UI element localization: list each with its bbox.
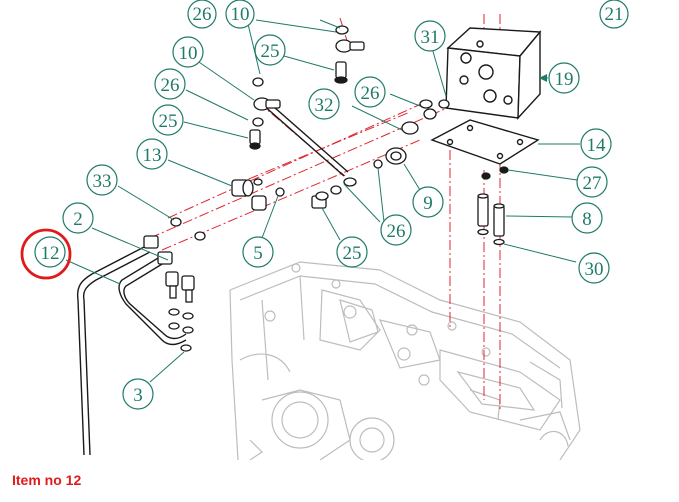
- callout-labels: 26 10 21 31 25 10 19 26 26 32 25 14 13 2…: [41, 4, 624, 406]
- exploded-parts-diagram: 26 10 21 31 25 10 19 26 26 32 25 14 13 2…: [20, 0, 629, 460]
- fittings: [143, 25, 450, 352]
- callout-26: 26: [161, 75, 180, 96]
- studs: [477, 166, 509, 246]
- callout-19: 19: [555, 69, 574, 90]
- valve-block: [445, 27, 542, 120]
- callout-26: 26: [361, 83, 380, 104]
- callout-26: 26: [387, 221, 406, 242]
- callout-12: 12: [41, 243, 60, 264]
- transmission-housing: [229, 261, 581, 460]
- callout-31: 31: [421, 27, 440, 48]
- leader-lines: [65, 19, 580, 383]
- callout-30: 30: [585, 259, 604, 280]
- callout-13: 13: [143, 145, 162, 166]
- callout-25: 25: [261, 41, 280, 62]
- callout-32: 32: [315, 95, 334, 116]
- callout-8: 8: [582, 209, 592, 230]
- callout-2: 2: [73, 209, 83, 230]
- item-caption: Item no 12: [12, 472, 82, 488]
- callout-9: 9: [423, 193, 433, 214]
- callout-26: 26: [193, 4, 212, 25]
- callout-bubbles: [34, 0, 629, 410]
- callout-10: 10: [179, 43, 198, 64]
- callout-10: 10: [231, 4, 250, 25]
- callout-21: 21: [605, 4, 624, 25]
- callout-14: 14: [587, 135, 607, 156]
- callout-25: 25: [343, 243, 362, 264]
- highlight-ring: [20, 228, 72, 280]
- callout-33: 33: [93, 171, 112, 192]
- callout-5: 5: [253, 243, 263, 264]
- pipes: [76, 99, 349, 456]
- gasket-plate: [430, 119, 540, 165]
- callout-27: 27: [583, 173, 602, 194]
- callout-3: 3: [133, 385, 143, 406]
- callout-25: 25: [159, 111, 178, 132]
